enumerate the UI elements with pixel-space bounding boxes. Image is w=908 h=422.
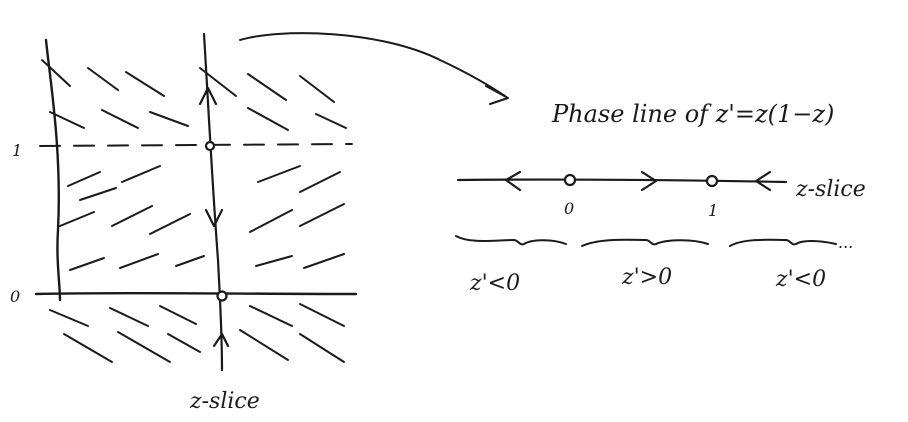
sign-label-right: z'<0 — [775, 267, 826, 292]
brace-middle — [581, 238, 709, 247]
brace-left — [455, 235, 567, 246]
horizontal-axis-zero — [34, 291, 358, 296]
phase-slice-label: z-slice — [795, 177, 866, 202]
equilibrium-dot-one — [204, 140, 216, 152]
sign-label-left: z'<0 — [469, 271, 520, 296]
arrow-right-middle — [640, 170, 658, 192]
arrow-up-top — [198, 86, 218, 106]
phase-line-panel: Phase line of z'=z(1−z) 0 1 z-slice ... … — [455, 100, 866, 296]
connector-arrow — [239, 32, 509, 105]
phase-tick-zero: 0 — [564, 199, 574, 218]
arrow-left-2 — [754, 170, 772, 192]
phase-dot-zero — [563, 173, 577, 187]
phase-tick-one: 1 — [708, 201, 718, 220]
vertical-slice-line — [202, 32, 224, 372]
slope-field-panel: 1 0 z-slice — [10, 32, 358, 414]
phase-line — [456, 178, 788, 184]
phase-dot-one — [705, 174, 719, 188]
brace-trailing-dots: ... — [838, 233, 853, 252]
arrow-up-bottom — [212, 332, 230, 348]
dashed-level-one — [39, 143, 353, 147]
left-slice-label: z-slice — [189, 389, 260, 414]
equilibrium-dot-zero — [216, 290, 228, 302]
slope-marks-between — [59, 165, 345, 271]
sign-label-middle: z'>0 — [621, 265, 672, 290]
arrow-left-1 — [504, 170, 522, 192]
arrow-down-middle — [204, 208, 224, 228]
slope-marks-below-zero — [49, 303, 345, 363]
vertical-axis — [44, 38, 62, 302]
y-tick-zero: 0 — [10, 287, 20, 306]
phase-line-title: Phase line of z'=z(1−z) — [551, 100, 834, 128]
slope-marks-above-one — [41, 59, 347, 131]
brace-right — [729, 238, 837, 247]
y-tick-one: 1 — [12, 141, 22, 160]
